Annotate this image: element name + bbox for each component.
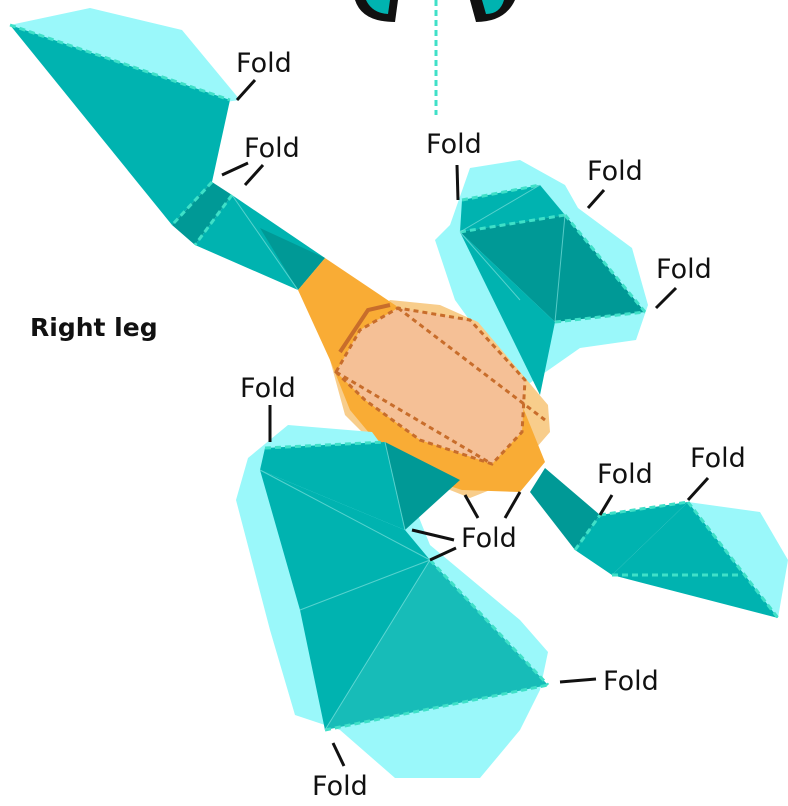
fold-label-11: Fold [312,771,368,801]
leader-lines [221,78,710,767]
top-shapes [355,0,515,115]
fold-label-9: Fold [461,523,517,554]
fold-label-8: Fold [690,443,746,474]
fold-label-4: Fold [587,156,643,187]
fold-label-5: Fold [656,254,712,285]
fold-label-2: Fold [244,133,300,164]
body-panel [298,258,550,498]
fold-label-6: Fold [240,373,296,404]
fold-label-7: Fold [597,459,653,490]
fold-label-10: Fold [603,666,659,697]
fold-label-3: Fold [426,129,482,160]
diagram-title: Right leg [30,313,158,342]
lower-left-leg [236,425,550,778]
lower-right-strip [530,468,788,619]
labels: Right leg Fold Fold Fold Fold Fold Fold … [30,48,746,802]
upper-left-strip [9,8,325,291]
upper-right-flap [435,160,648,395]
fold-label-1: Fold [236,48,292,79]
